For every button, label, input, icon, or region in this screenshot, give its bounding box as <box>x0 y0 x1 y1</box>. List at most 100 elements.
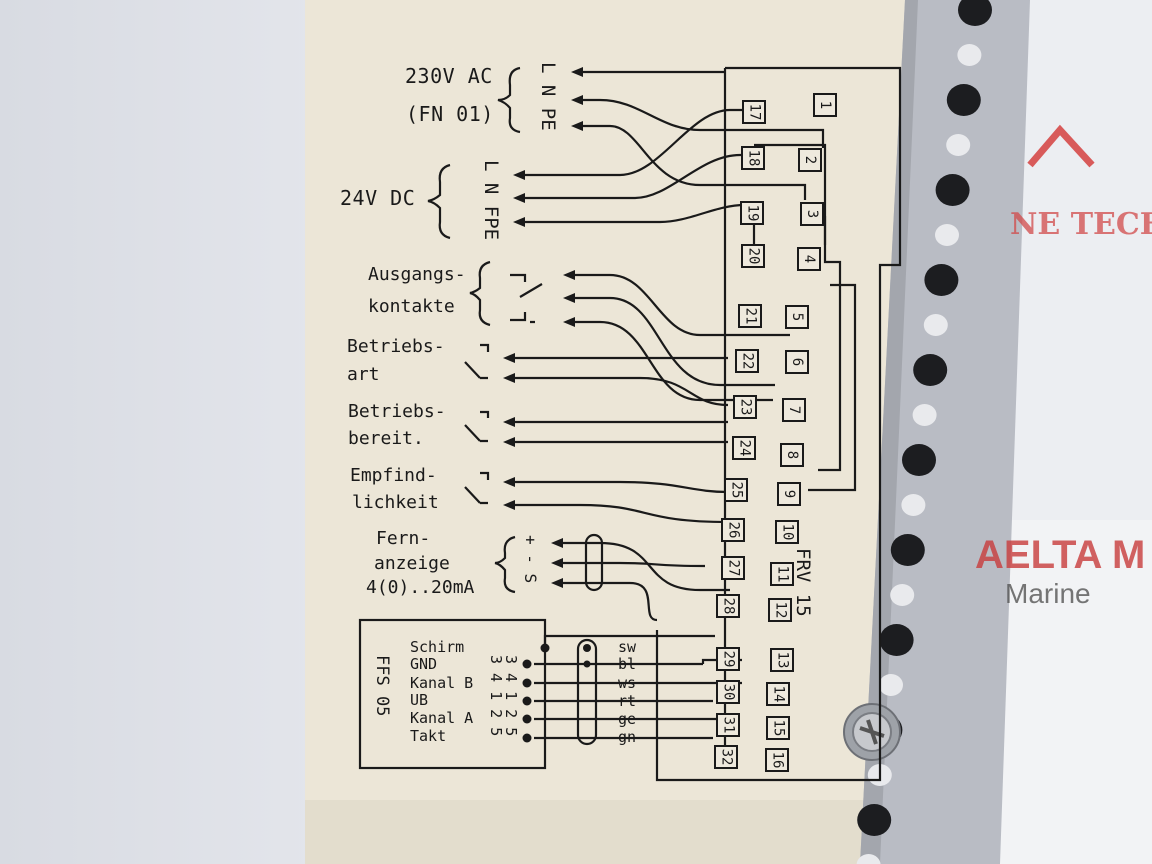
wire-color-gn: gn <box>618 728 637 746</box>
rail-hole <box>857 804 892 836</box>
sensor-signal-ub: UB <box>410 691 429 709</box>
wire-arrow <box>513 217 525 227</box>
terminal-6: 6 <box>785 350 809 374</box>
terminal-number: 25 <box>727 481 744 499</box>
terminal-number: 7 <box>786 405 802 415</box>
terminal-number: 22 <box>738 352 755 370</box>
terminal-number: 12 <box>771 601 788 619</box>
background-logo-2: AELTA M <box>975 533 1146 577</box>
ready-label-2: bereit. <box>348 428 424 449</box>
wire-color-ws: ws <box>618 674 637 692</box>
rail-hole <box>913 354 948 386</box>
sensitivity-label-1: Empfind- <box>350 465 437 486</box>
terminal-number: 17 <box>745 103 762 121</box>
terminal-28: 28 <box>716 594 740 618</box>
remote-label-2: anzeige <box>374 553 450 574</box>
terminal-number: 2 <box>802 155 818 165</box>
wire-color-ge: ge <box>618 710 637 728</box>
wire-arrow <box>551 538 563 548</box>
rail-hole <box>890 584 915 606</box>
sensor-signal-kanal-b: Kanal B <box>410 674 474 692</box>
terminal-number: 32 <box>717 748 734 766</box>
wire-color-rt: rt <box>618 692 637 710</box>
dc-conductors-label: L N FPE <box>480 160 502 241</box>
sensor-pin-column-1: 3 4 1 2 5 <box>502 655 520 737</box>
terminal-number: 13 <box>773 651 790 669</box>
terminal-15: 15 <box>766 716 790 740</box>
wire-arrow <box>503 477 515 487</box>
terminal-number: 6 <box>789 357 805 367</box>
terminal-number: 20 <box>744 247 761 265</box>
remote-polarity-label: + - S <box>521 535 540 584</box>
sensor-model-label: FFS 05 <box>372 655 392 717</box>
terminal-16: 16 <box>765 748 789 772</box>
ready-label-1: Betriebs- <box>348 401 446 422</box>
sensor-pin-column-2: 3 4 1 2 5 <box>487 655 505 737</box>
terminal-30: 30 <box>716 680 740 704</box>
rail-hole <box>958 0 992 26</box>
terminal-number: 14 <box>769 685 786 703</box>
ac-variant-label: (FN 01) <box>406 102 494 126</box>
device-model-label: FRV 15 <box>792 548 814 617</box>
rail-hole <box>856 854 881 864</box>
background-logo: NE TECH <box>1010 207 1152 242</box>
wire-color-sw: sw <box>618 638 637 656</box>
rail-hole <box>901 494 926 516</box>
rail-hole <box>879 624 914 656</box>
terminal-21: 21 <box>738 304 762 328</box>
sensor-signal-takt: Takt <box>410 727 447 745</box>
terminal-19: 19 <box>740 201 764 225</box>
wire-arrow <box>563 293 575 303</box>
rail-hole <box>923 314 948 336</box>
terminal-number: 4 <box>801 254 817 264</box>
wire-arrow <box>571 95 583 105</box>
terminal-number: 10 <box>778 523 795 541</box>
wire-arrow <box>563 317 575 327</box>
terminal-number: 5 <box>789 312 805 322</box>
terminal-26: 26 <box>721 518 745 542</box>
output-contacts-label-2: kontakte <box>368 296 455 317</box>
wire-arrow <box>571 67 583 77</box>
rail-hole <box>946 134 971 156</box>
terminal-number: 28 <box>719 597 736 615</box>
rail-hole <box>935 174 970 206</box>
terminal-14: 14 <box>766 682 790 706</box>
terminal-18: 18 <box>741 146 765 170</box>
terminal-12: 12 <box>768 598 792 622</box>
terminal-11: 11 <box>770 562 794 586</box>
wire-arrow <box>503 500 515 510</box>
terminal-23: 23 <box>733 395 757 419</box>
terminal-number: 23 <box>736 398 753 416</box>
wire-arrow <box>503 437 515 447</box>
terminal-number: 8 <box>784 450 800 460</box>
wire-arrow <box>551 558 563 568</box>
sensitivity-label-2: lichkeit <box>352 492 439 513</box>
terminal-number: 16 <box>768 751 785 769</box>
terminal-number: 30 <box>719 683 736 701</box>
terminal-number: 27 <box>724 559 741 577</box>
terminal-number: 1 <box>817 100 833 110</box>
terminal-32: 32 <box>714 745 738 769</box>
terminal-number: 11 <box>773 565 790 583</box>
terminal-number: 21 <box>741 307 758 325</box>
terminal-1: 1 <box>813 93 837 117</box>
terminal-17: 17 <box>742 100 766 124</box>
background-logo-3: Marine <box>1005 578 1091 609</box>
rail-hole <box>957 44 982 66</box>
rail-hole <box>946 84 981 116</box>
terminal-5: 5 <box>785 305 809 329</box>
terminal-number: 29 <box>719 650 736 668</box>
terminal-number: 19 <box>743 204 760 222</box>
wire-arrow <box>563 270 575 280</box>
rail-hole <box>912 404 937 426</box>
ac-voltage-label: 230V AC <box>405 64 493 88</box>
wire-arrow <box>513 170 525 180</box>
terminal-number: 3 <box>804 209 820 219</box>
mode-label-2: art <box>347 364 380 385</box>
terminal-22: 22 <box>735 349 759 373</box>
rail-hole <box>902 444 936 476</box>
wire-arrow <box>513 193 525 203</box>
mode-label-1: Betriebs- <box>347 336 445 357</box>
remote-label-3: 4(0)..20mA <box>366 577 475 598</box>
terminal-number: 18 <box>744 149 761 167</box>
